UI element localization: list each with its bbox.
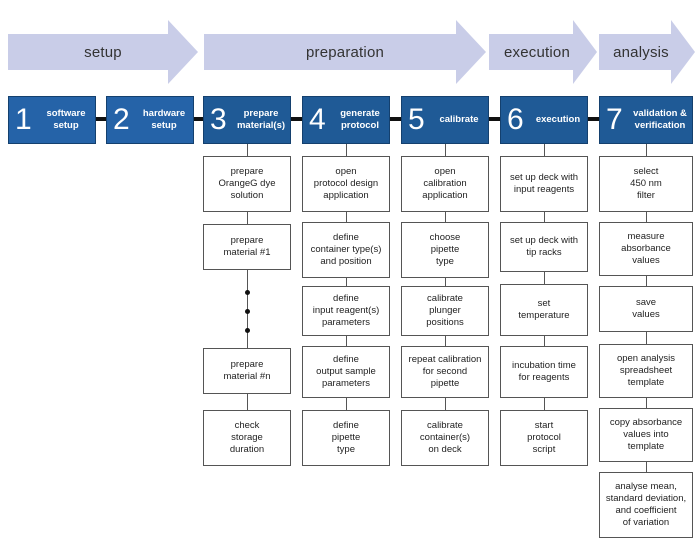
substep-box: start protocol script: [500, 410, 588, 466]
substep-box: open calibration application: [401, 156, 489, 212]
step-number: 7: [606, 103, 623, 136]
substep-box: define output sample parameters: [302, 346, 390, 398]
substep-box: repeat calibration for second pipette: [401, 346, 489, 398]
step-software-setup: 1 software setup: [8, 96, 96, 144]
step-label: software setup: [46, 108, 86, 131]
ellipsis-dot: [245, 309, 250, 314]
step-label: prepare material(s): [236, 108, 286, 131]
step-label: hardware setup: [142, 108, 186, 131]
substep-box: set temperature: [500, 284, 588, 336]
column-connector: [346, 144, 347, 414]
step-calibrate: 5 calibrate: [401, 96, 489, 144]
phase-label-setup: setup: [84, 44, 122, 61]
step-label: calibrate: [439, 114, 479, 125]
step-label: validation & verification: [633, 108, 687, 131]
substep-box: prepare material #1: [203, 224, 291, 270]
substep-box: prepare OrangeG dye solution: [203, 156, 291, 212]
arrow-shape: [8, 20, 198, 84]
substep-box: prepare material #n: [203, 348, 291, 394]
step-number: 4: [309, 103, 326, 136]
substep-box: calibrate container(s) on deck: [401, 410, 489, 466]
substep-box: define container type(s) and position: [302, 222, 390, 278]
arrow-shape: [489, 20, 597, 84]
step-label: generate protocol: [340, 108, 380, 131]
column-connector: [544, 144, 545, 410]
substep-box: choose pipette type: [401, 222, 489, 278]
step-number: 6: [507, 103, 524, 136]
step-number: 5: [408, 103, 425, 136]
phase-arrow-preparation: preparation: [204, 20, 486, 84]
step-label: execution: [535, 114, 581, 125]
arrow-shape: [599, 20, 695, 84]
phase-label-execution: execution: [503, 44, 570, 61]
phase-label-preparation: preparation: [305, 44, 385, 61]
substep-box: incubation time for reagents: [500, 346, 588, 398]
ellipsis-dot: [245, 328, 250, 333]
substep-box: set up deck with tip racks: [500, 222, 588, 272]
step-hardware-setup: 2 hardware setup: [106, 96, 194, 144]
arrow-shape: [204, 20, 486, 84]
step-validation-verification: 7 validation & verification: [599, 96, 693, 144]
step-prepare-materials: 3 prepare material(s): [203, 96, 291, 144]
substep-box: save values: [599, 286, 693, 332]
phase-arrow-setup: setup: [8, 20, 198, 84]
substep-box: check storage duration: [203, 410, 291, 466]
substep-box: set up deck with input reagents: [500, 156, 588, 212]
step-execution: 6 execution: [500, 96, 588, 144]
step-number: 1: [15, 103, 32, 136]
substep-box: measure absorbance values: [599, 222, 693, 276]
substep-box: copy absorbance values into template: [599, 408, 693, 462]
column-connector: [247, 144, 248, 410]
substep-box: define pipette type: [302, 410, 390, 466]
step-number: 3: [210, 103, 227, 136]
substep-box: calibrate plunger positions: [401, 286, 489, 336]
substep-box: select 450 nm filter: [599, 156, 693, 212]
substep-box: open analysis spreadsheet template: [599, 344, 693, 398]
phase-arrow-analysis: analysis: [599, 20, 695, 84]
ellipsis-dot: [245, 290, 250, 295]
step-generate-protocol: 4 generate protocol: [302, 96, 390, 144]
substep-box: analyse mean, standard deviation, and co…: [599, 472, 693, 538]
phase-label-analysis: analysis: [613, 44, 669, 61]
substep-box: define input reagent(s) parameters: [302, 286, 390, 336]
substep-box: open protocol design application: [302, 156, 390, 212]
step-number: 2: [113, 103, 130, 136]
phase-arrow-execution: execution: [489, 20, 597, 84]
